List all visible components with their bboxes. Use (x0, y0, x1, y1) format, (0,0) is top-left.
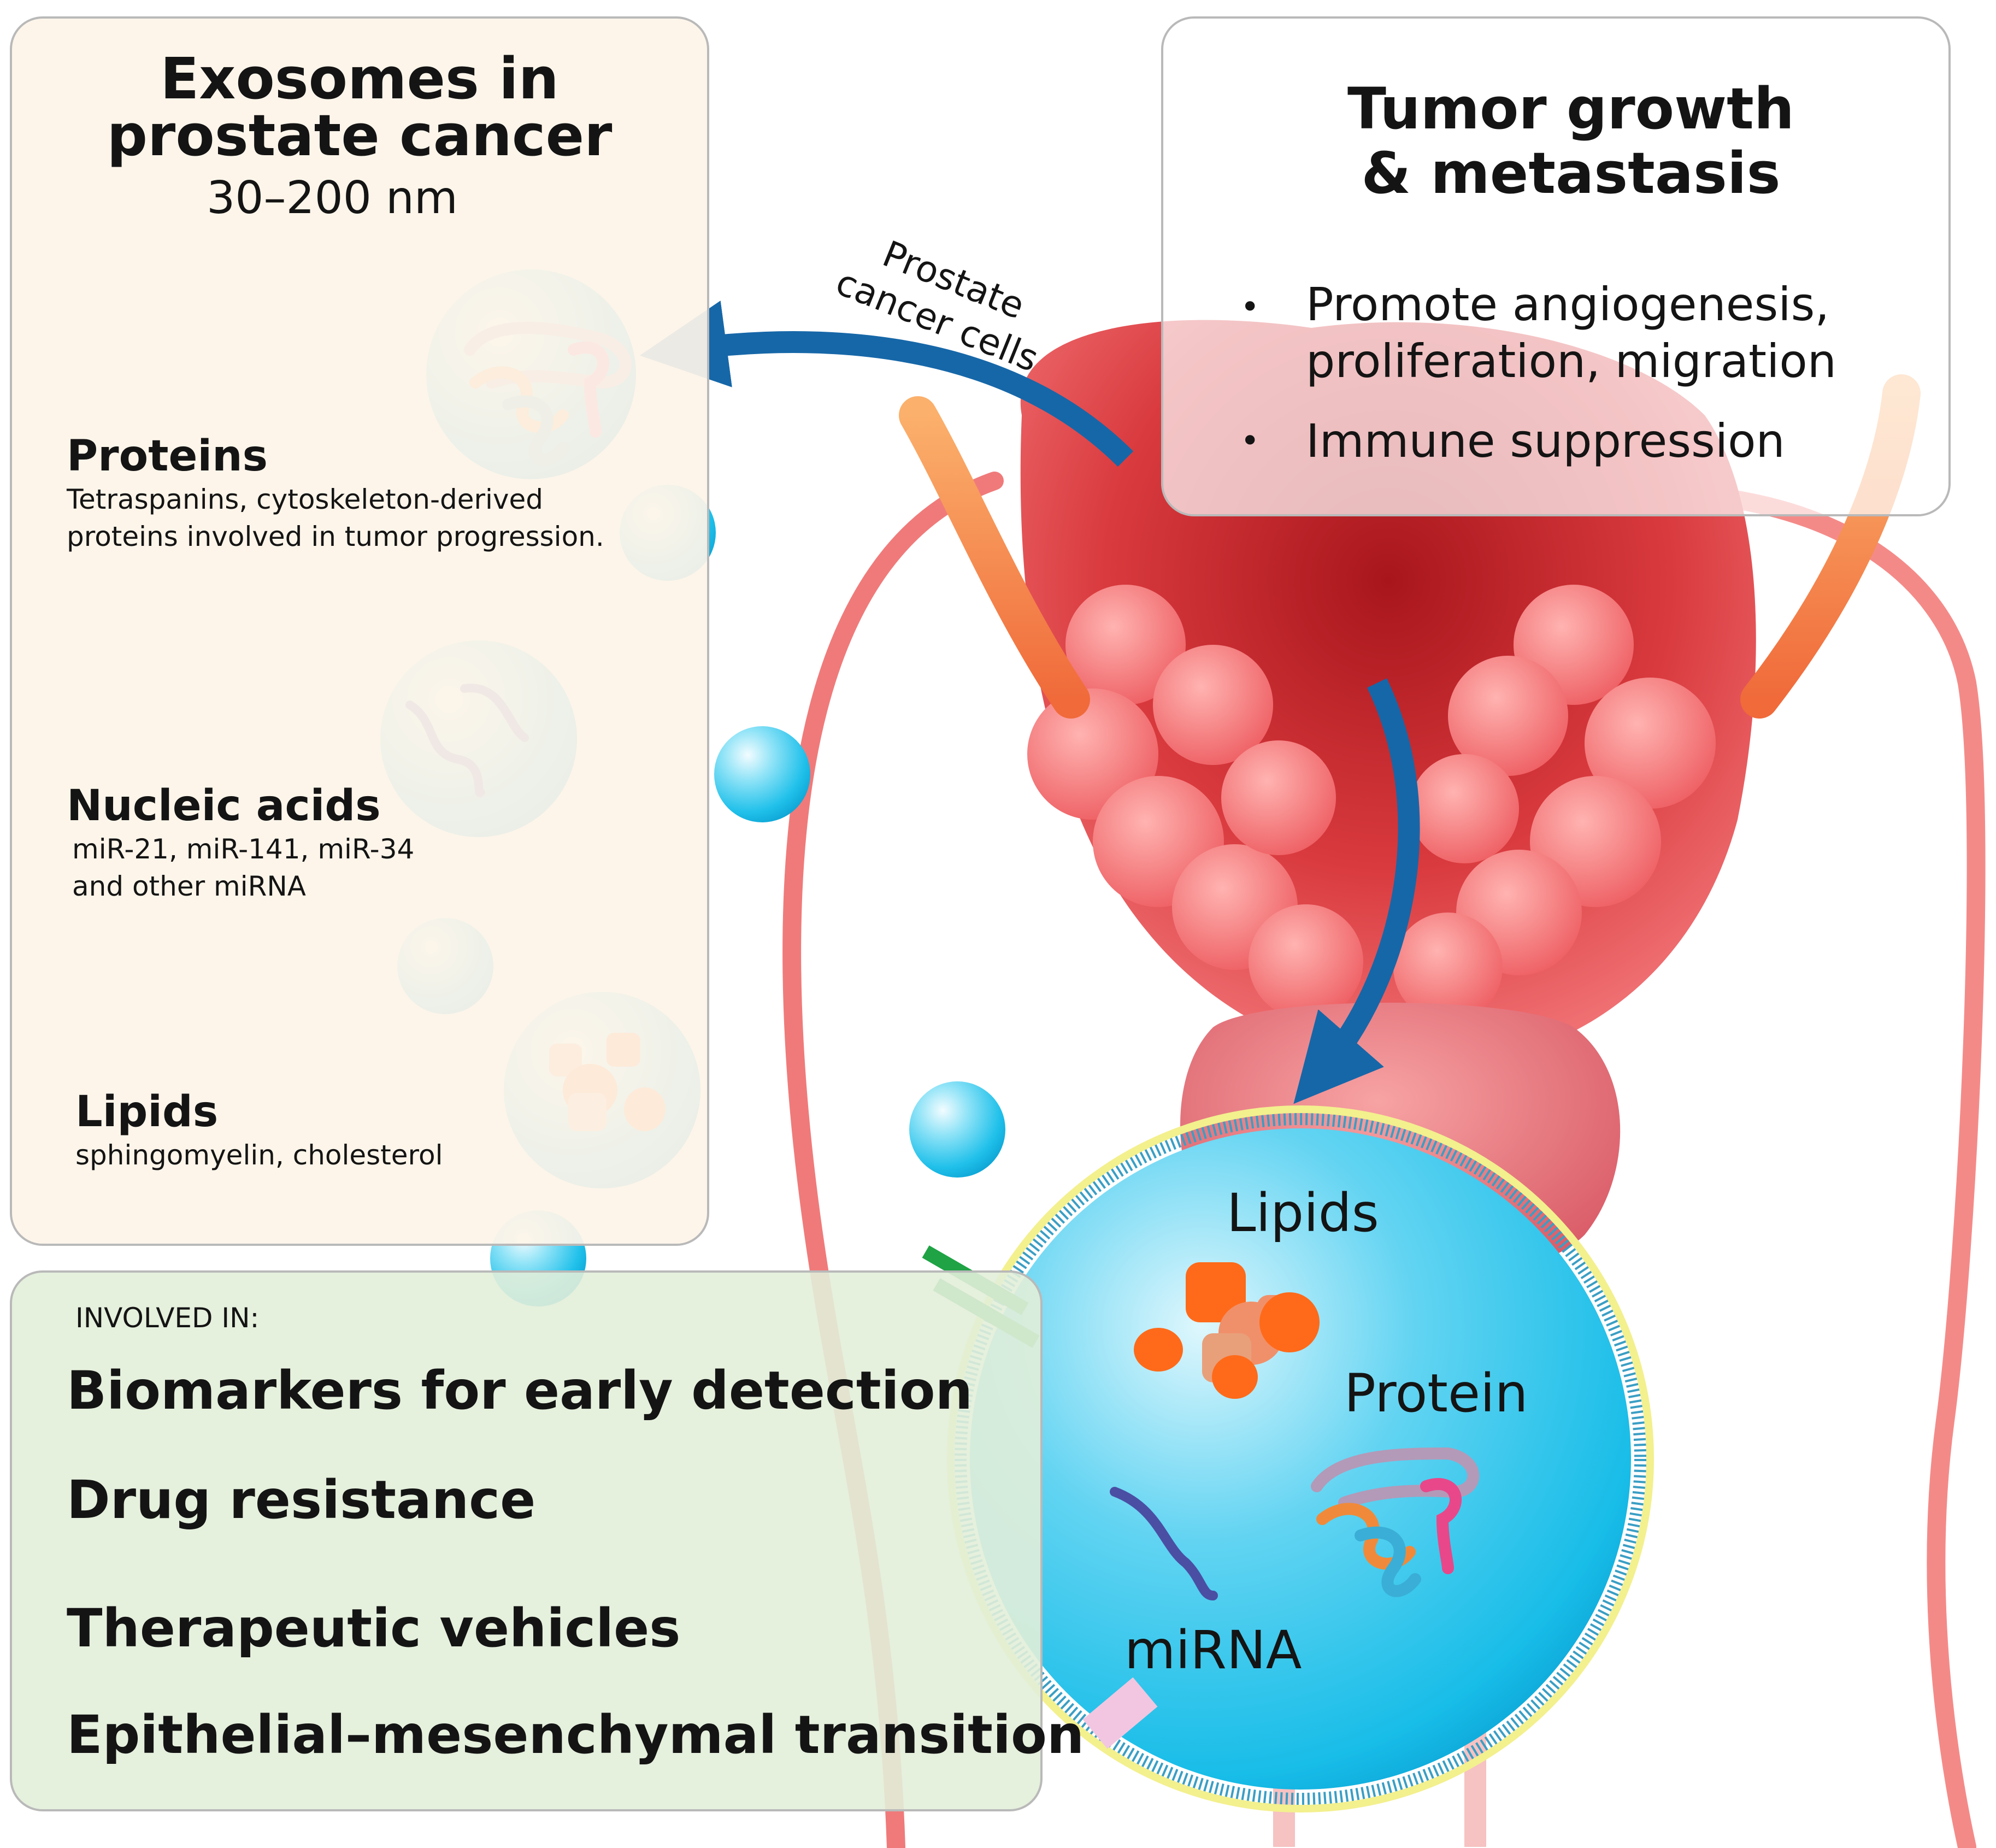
nucleic-acids-desc-line1: miR-21, miR-141, miR-34 (72, 833, 415, 865)
nucleic-acids-section: Nucleic acids miR-21, miR-141, miR-34 an… (67, 781, 414, 905)
exosome-label-lipids: Lipids (1227, 1182, 1379, 1244)
exosomes-panel (10, 16, 709, 1246)
involved-item-biomarkers: Biomarkers for early detection (67, 1360, 973, 1421)
membrane-receptor-pink (1082, 1677, 1158, 1749)
involved-item-emt: Epithelial–mesenchymal transition (67, 1704, 1085, 1765)
proteins-desc-line1: Tetraspanins, cytoskeleton-derived (67, 484, 544, 515)
tumor-title-line1: Tumor growth (1347, 75, 1794, 142)
lipids-desc-line1: sphingomyelin, cholesterol (75, 1139, 443, 1171)
exosomes-title: Exosomes in prostate cancer (10, 50, 709, 164)
exosomes-title-line2: prostate cancer (107, 102, 613, 169)
involved-title: INVOLVED IN: (75, 1302, 260, 1334)
bullet-angiogenesis-line1: Promote angiogenesis, (1306, 278, 1830, 331)
nucleic-acids-desc-line2: and other miRNA (72, 870, 307, 902)
exosome-size: 30–200 nm (207, 172, 458, 224)
proteins-heading: Proteins (67, 432, 268, 481)
mirna-strand (1110, 1487, 1218, 1600)
bullet-angiogenesis: Promote angiogenesis, proliferation, mig… (1306, 276, 1836, 390)
duct-left (899, 396, 1090, 719)
arrow-to-exosomes (639, 301, 1134, 467)
protein-strand (1311, 1447, 1480, 1597)
bullet-dot: • (1240, 422, 1260, 460)
tumor-growth-panel (1161, 16, 1951, 516)
bullet-angiogenesis-line2: proliferation, migration (1306, 334, 1837, 388)
lipids-section: Lipids sphingomyelin, cholesterol (75, 1087, 443, 1174)
vessel-right (1630, 482, 1986, 1848)
arrow-to-exosome (1293, 678, 1420, 1104)
small-exosome (714, 726, 810, 822)
seminal-vesicle-lobes (1027, 585, 1716, 1022)
involved-item-therapeutic-vehicles: Therapeutic vehicles (67, 1598, 681, 1659)
exosomes-title-line1: Exosomes in (160, 45, 559, 112)
proteins-section: Proteins Tetraspanins, cytoskeleton-deri… (67, 432, 604, 555)
involved-item-drug-resistance: Drug resistance (67, 1469, 536, 1531)
lipids-heading: Lipids (75, 1087, 219, 1137)
bullet-immune-suppression: Immune suppression (1306, 414, 1785, 468)
bullet-dot: • (1240, 288, 1260, 326)
large-exosome (922, 1105, 1654, 1812)
tumor-title-line2: & metastasis (1361, 140, 1781, 207)
tumor-title: Tumor growth & metastasis (1161, 76, 1981, 205)
exosome-label-protein: Protein (1344, 1363, 1528, 1424)
lipid-cluster (1134, 1262, 1320, 1399)
small-exosome (909, 1081, 1005, 1178)
involved-in-panel (10, 1270, 1043, 1811)
nucleic-acids-heading: Nucleic acids (67, 781, 381, 831)
exosome-label-mirna: miRNA (1124, 1620, 1302, 1681)
proteins-desc-line2: proteins involved in tumor progression. (67, 521, 604, 552)
